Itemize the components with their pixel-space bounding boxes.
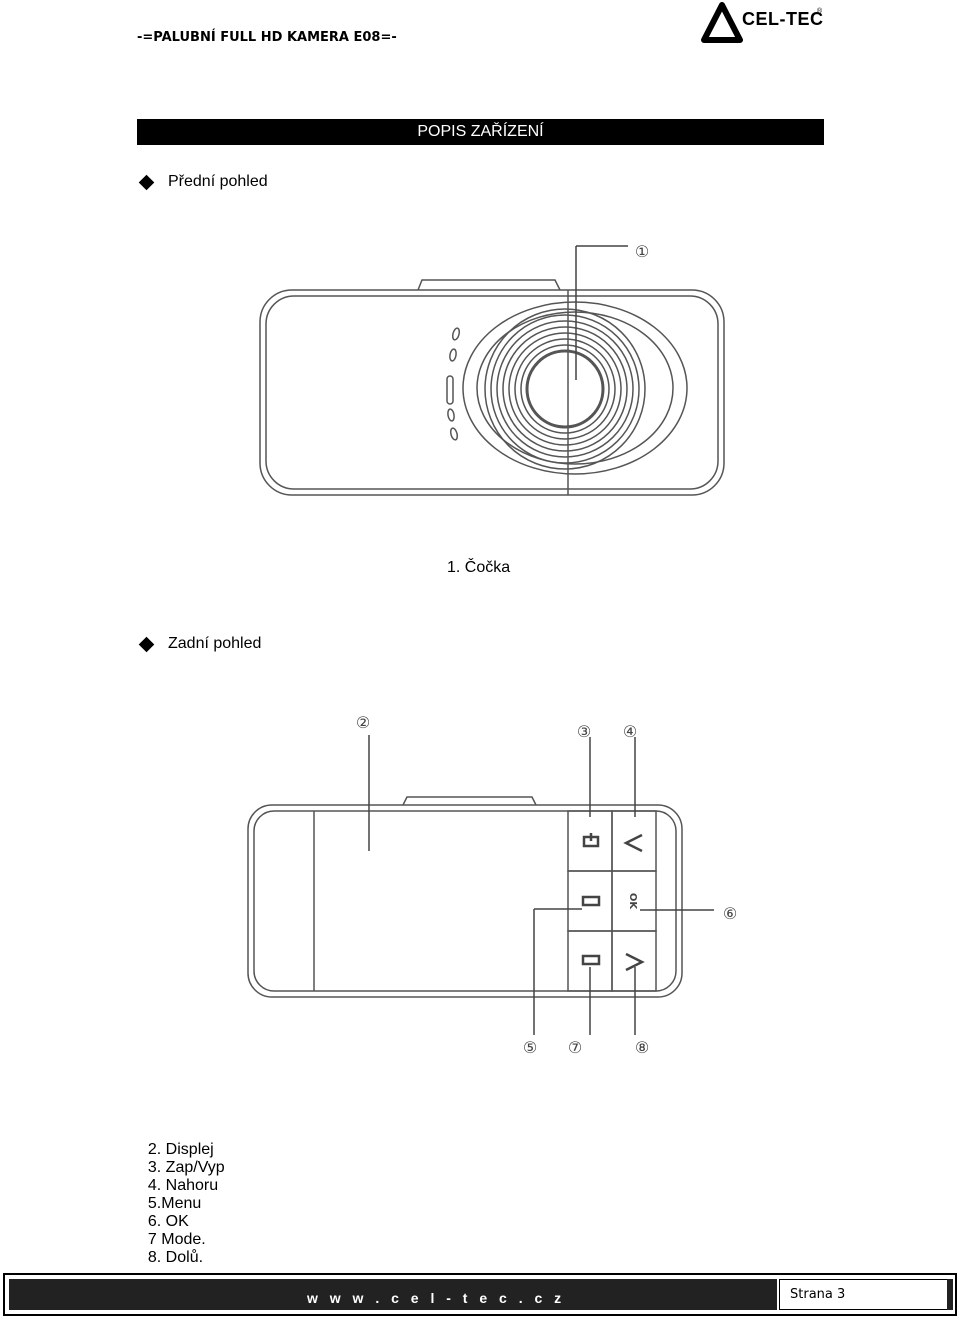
- rear-view-diagram: OK ② ③ ④ ⑤ ⑥ ⑦ ⑧: [247, 713, 737, 1057]
- button-grid: [567, 810, 657, 992]
- mode-icon: [581, 954, 601, 966]
- callout-3: ③: [577, 722, 591, 741]
- page-footer: w w w . c e l - t e c . c z Strana 3: [3, 1273, 957, 1316]
- legend-item: 2. Displej: [147, 1141, 214, 1158]
- callout-5: ⑤: [523, 1038, 537, 1057]
- legend-item: 8. Dolů.: [147, 1249, 204, 1266]
- front-view-diagram: ①: [259, 242, 725, 496]
- up-button: [611, 810, 657, 872]
- footer-url: w w w . c e l - t e c . c z: [9, 1279, 777, 1310]
- logo-text: CEL-TEC: [742, 9, 824, 29]
- front-view-heading: Přední pohled: [138, 173, 268, 191]
- callout-4: ④: [623, 722, 637, 741]
- callout-2: ②: [356, 713, 370, 732]
- diamond-bullet-icon: [138, 636, 155, 652]
- diamond-bullet-icon: [138, 174, 155, 190]
- down-chevron-icon: [625, 952, 645, 972]
- legend-item: 6. OK: [147, 1213, 189, 1230]
- legend-item: 4. Nahoru: [147, 1177, 219, 1194]
- cel-tec-logo: CEL-TEC ®: [700, 2, 830, 48]
- legend-item: 7 Mode.: [147, 1231, 206, 1248]
- logo-triangle-icon: [701, 2, 743, 43]
- ir-led-slots: [446, 327, 461, 441]
- up-chevron-icon: [623, 833, 643, 853]
- rear-view-heading: Zadní pohled: [138, 635, 262, 653]
- callout-6: ⑥: [723, 904, 737, 923]
- document-header-title: -=PALUBNÍ FULL HD KAMERA E08=-: [137, 30, 397, 45]
- rear-view-legend: 2. Displej 3. Zap/Vyp 4. Nahoru 5.Menu 6…: [139, 1123, 242, 1267]
- legend-item: 3. Zap/Vyp: [147, 1159, 225, 1176]
- lens-rings: [484, 308, 646, 470]
- callout-8: ⑧: [635, 1038, 649, 1057]
- legend-item: 5.Menu: [147, 1195, 202, 1212]
- callout-7: ⑦: [568, 1038, 582, 1057]
- ok-icon: OK: [627, 893, 638, 911]
- footer-accent-bar: [947, 1279, 953, 1310]
- down-button: [611, 930, 657, 992]
- rear-view-heading-text: Zadní pohled: [168, 635, 262, 652]
- footer-page-number: Strana 3: [779, 1279, 951, 1310]
- logo-registered-mark: ®: [817, 8, 823, 15]
- section-title-bar: POPIS ZAŘÍZENÍ: [137, 119, 824, 145]
- menu-icon: [581, 895, 601, 907]
- callout-1: ①: [635, 242, 649, 261]
- menu-button: [567, 870, 613, 932]
- front-view-heading-text: Přední pohled: [168, 173, 268, 190]
- front-view-caption: 1. Čočka: [447, 559, 511, 576]
